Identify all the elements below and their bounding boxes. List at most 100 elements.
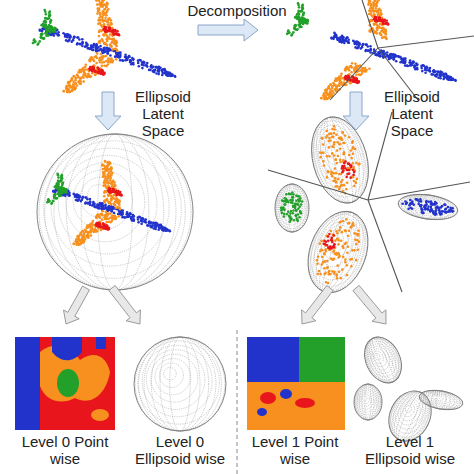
cloud-point <box>406 64 409 67</box>
meridian-line <box>98 134 133 290</box>
cloud-point <box>394 54 397 57</box>
cloud-point <box>101 69 104 72</box>
cloud-point <box>335 87 338 90</box>
cloud-point <box>355 42 358 45</box>
cloud-point <box>107 185 110 188</box>
cloud-point <box>155 72 158 75</box>
cloud-point <box>365 43 368 46</box>
cloud-point <box>50 34 53 37</box>
cloud-point <box>118 199 121 202</box>
cloud-point <box>129 59 132 62</box>
cloud-point <box>328 95 331 98</box>
cloud-point <box>302 17 305 20</box>
cloud-point <box>303 18 306 21</box>
cloud-point <box>373 23 376 26</box>
cloud-point <box>162 68 165 71</box>
cloud-point <box>130 216 133 219</box>
cloud-point <box>68 194 71 197</box>
cloud-point <box>286 33 289 36</box>
cloud-point <box>113 212 116 215</box>
cloud-point <box>72 75 75 78</box>
cloud-point <box>111 196 114 199</box>
cloud-point <box>387 23 390 26</box>
cloud-point <box>110 22 113 25</box>
cloud-point <box>382 28 385 31</box>
cloud-point <box>344 68 347 71</box>
cloud-point <box>111 185 114 188</box>
cloud-point <box>85 196 88 199</box>
cloud-point <box>373 30 376 33</box>
meridian-line <box>39 134 191 290</box>
cloud-point <box>155 224 158 227</box>
cloud-point <box>123 216 126 219</box>
cloud-point <box>351 79 354 82</box>
cloud-point <box>423 64 426 67</box>
cloud-point <box>38 40 41 43</box>
cloud-point <box>320 97 323 100</box>
cloud-point <box>74 194 77 197</box>
cloud-point <box>291 33 294 36</box>
cloud-point <box>371 15 374 18</box>
cloud-point <box>301 7 304 10</box>
cloud-point <box>65 35 68 38</box>
cloud-point <box>103 200 106 203</box>
cloud-point <box>298 17 301 20</box>
cloud-point <box>32 42 35 45</box>
cloud-point <box>62 90 65 93</box>
cloud-point <box>115 52 118 55</box>
cloud-point <box>106 30 109 33</box>
cloud-point <box>87 202 90 205</box>
cloud-point <box>78 69 81 72</box>
cloud-point <box>353 68 356 71</box>
meridian-line <box>81 134 149 290</box>
cloud-point <box>97 203 100 206</box>
cloud-point <box>380 34 383 37</box>
cloud-point <box>102 222 105 225</box>
cloud-point <box>333 84 336 87</box>
cloud-point <box>118 215 121 218</box>
cloud-point <box>142 218 145 221</box>
cloud-point <box>369 7 372 10</box>
cloud-point <box>116 206 119 209</box>
cloud-point <box>95 62 98 65</box>
cloud-point <box>376 20 379 23</box>
cloud-point <box>81 45 84 48</box>
cloud-point <box>68 39 71 42</box>
cloud-point <box>99 14 102 17</box>
cloud-point <box>369 45 372 48</box>
cloud-point <box>335 78 338 81</box>
cloud-point <box>98 59 101 62</box>
cloud-point <box>141 67 144 70</box>
cloud-point <box>372 7 375 10</box>
cloud-point <box>45 25 48 28</box>
cloud-point <box>302 21 305 24</box>
cloud-point <box>67 89 70 92</box>
cloud-point <box>107 201 110 204</box>
cloud-point <box>91 45 94 48</box>
cloud-point <box>111 182 114 185</box>
cloud-point <box>382 31 385 34</box>
cloud-point <box>89 231 92 234</box>
cloud-point <box>129 59 132 62</box>
cloud-point <box>75 195 78 198</box>
cloud-point <box>109 21 112 24</box>
cloud-point <box>145 221 148 224</box>
cloud-point <box>96 66 99 69</box>
cloud-point <box>373 31 376 34</box>
cloud-point <box>114 47 117 50</box>
cloud-point <box>68 84 71 87</box>
cloud-point <box>137 62 140 65</box>
cloud-point <box>346 66 349 69</box>
cloud-point <box>92 49 95 52</box>
cloud-point <box>142 64 145 67</box>
cloud-point <box>354 41 357 44</box>
cloud-point <box>110 45 113 48</box>
cloud-point <box>376 1 379 4</box>
cloud-point <box>105 210 108 213</box>
cloud-point <box>98 207 101 210</box>
ellipsoid-outline <box>37 134 193 290</box>
cloud-point <box>103 216 106 219</box>
cloud-point <box>451 77 454 80</box>
cloud-point <box>104 201 107 204</box>
cloud-point <box>50 26 53 29</box>
